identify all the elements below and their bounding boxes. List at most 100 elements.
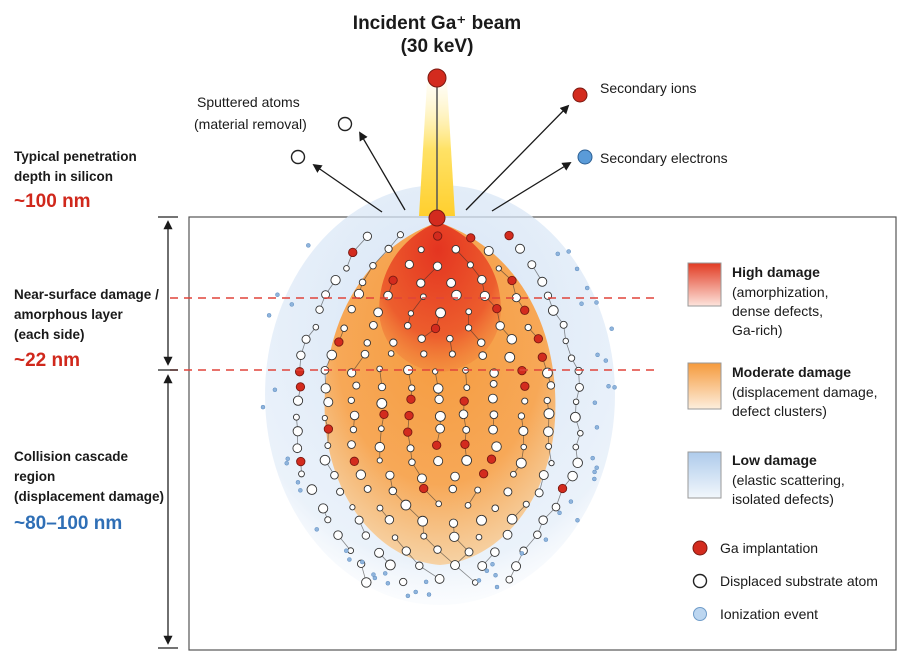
penetration-label-1: Typical penetration [14, 149, 137, 164]
displaced-atom [376, 398, 388, 409]
ionization-event [579, 301, 584, 306]
displaced-atom [479, 290, 490, 302]
displaced-atom [488, 424, 498, 435]
displaced-atom [475, 533, 483, 541]
displaced-atom [478, 351, 487, 360]
ionization-event [284, 460, 289, 466]
displaced-atom [448, 350, 456, 358]
ionization-event [594, 300, 599, 305]
displaced-atom [572, 457, 583, 469]
displaced-atom [401, 546, 411, 556]
ionization-event [382, 571, 388, 576]
displaced-atom [577, 429, 584, 437]
ionization-event [260, 404, 266, 410]
displaced-atom [551, 502, 561, 512]
ionization-event [590, 455, 595, 461]
ionization-event [285, 456, 290, 462]
displaced-atom [358, 278, 367, 287]
displaced-atom [323, 397, 334, 408]
displaced-atom [292, 443, 303, 454]
displaced-atom [296, 350, 306, 360]
ionization-event [275, 292, 280, 297]
legend-high-desc-1: (amorphization, [732, 284, 829, 300]
displaced-atom [349, 410, 360, 421]
ionization-event [595, 352, 600, 358]
displaced-atom [369, 320, 378, 330]
displaced-atom [403, 321, 412, 330]
ionization-event [603, 358, 609, 363]
sputtered-arrow-left [312, 163, 383, 213]
displaced-atom [292, 426, 303, 437]
displaced-atom [298, 470, 305, 478]
displaced-atom [521, 397, 529, 405]
displaced-atom [321, 414, 328, 422]
near-surface-value: ~22 nm [14, 350, 81, 371]
displaced-atom [510, 470, 517, 478]
ionization-event [405, 593, 411, 599]
displaced-atom [435, 500, 443, 508]
displaced-atom [384, 559, 396, 571]
displaced-atom [369, 262, 377, 270]
ga-implant-atom [460, 439, 470, 449]
displaced-atom [374, 547, 385, 558]
displaced-atom [376, 365, 383, 373]
displaced-atom [326, 349, 338, 361]
ionization-event [426, 592, 432, 597]
legend-ga-dot [692, 540, 708, 556]
ga-implant-atom [348, 247, 358, 258]
displaced-atom [567, 354, 576, 362]
ga-implant-atom [433, 231, 443, 241]
ga-implant-atom [466, 233, 476, 243]
displaced-atom [319, 454, 331, 466]
legend-moderate-swatch [687, 362, 722, 410]
ionization-event [592, 400, 598, 405]
displaced-atom [487, 393, 498, 404]
displaced-atom [517, 412, 526, 420]
ga-implant-atom [432, 440, 442, 450]
displaced-atom [448, 518, 459, 528]
displaced-atom [524, 323, 532, 332]
displaced-atom [506, 333, 518, 345]
displaced-atom [406, 444, 415, 453]
displaced-atom [324, 442, 332, 449]
ionization-event [476, 578, 482, 583]
displaced-atom [384, 244, 393, 253]
ionization-event [606, 383, 611, 389]
ga-implant-atom [557, 483, 568, 494]
cascade-label-1: Collision cascade [14, 449, 129, 464]
displaced-atom [385, 470, 395, 480]
displaced-atom [389, 338, 398, 347]
displaced-atom [562, 337, 569, 345]
legend-low-desc-1: (elastic scattering, [732, 472, 845, 488]
secondary-ion-arrow [465, 104, 570, 211]
ionization-event [484, 568, 490, 574]
sputtered-arrow-upper [359, 131, 406, 211]
displaced-atom [349, 504, 356, 511]
displaced-atom [543, 426, 554, 437]
displaced-atom [462, 426, 471, 434]
displaced-atom [450, 471, 460, 482]
legend-ionization-label: Ionization event [720, 606, 819, 622]
ga-implant-atom [404, 410, 414, 421]
ga-implant-atom [323, 424, 334, 434]
title-line-1: Incident Ga⁺ beam [352, 13, 522, 34]
displaced-atom [361, 531, 371, 540]
legend-displaced-dot [692, 573, 708, 589]
displaced-atom [417, 515, 429, 527]
displaced-atom [306, 484, 318, 495]
displaced-atom [515, 243, 525, 254]
displaced-atom [336, 487, 345, 496]
displaced-atom [518, 425, 529, 436]
ionization-event [295, 480, 301, 485]
legend-moderate-title: Moderate damage [732, 364, 852, 380]
ionization-event [371, 572, 376, 577]
displaced-atom [396, 231, 404, 239]
displaced-atom [506, 513, 518, 525]
ionization-event [314, 527, 319, 532]
ionization-event [272, 387, 278, 393]
incident-ga-ion [427, 68, 447, 88]
cascade-value: ~80–100 nm [14, 513, 123, 534]
displaced-atom [434, 574, 445, 584]
ionization-event [566, 249, 571, 254]
ga-implant-atom [459, 396, 469, 406]
